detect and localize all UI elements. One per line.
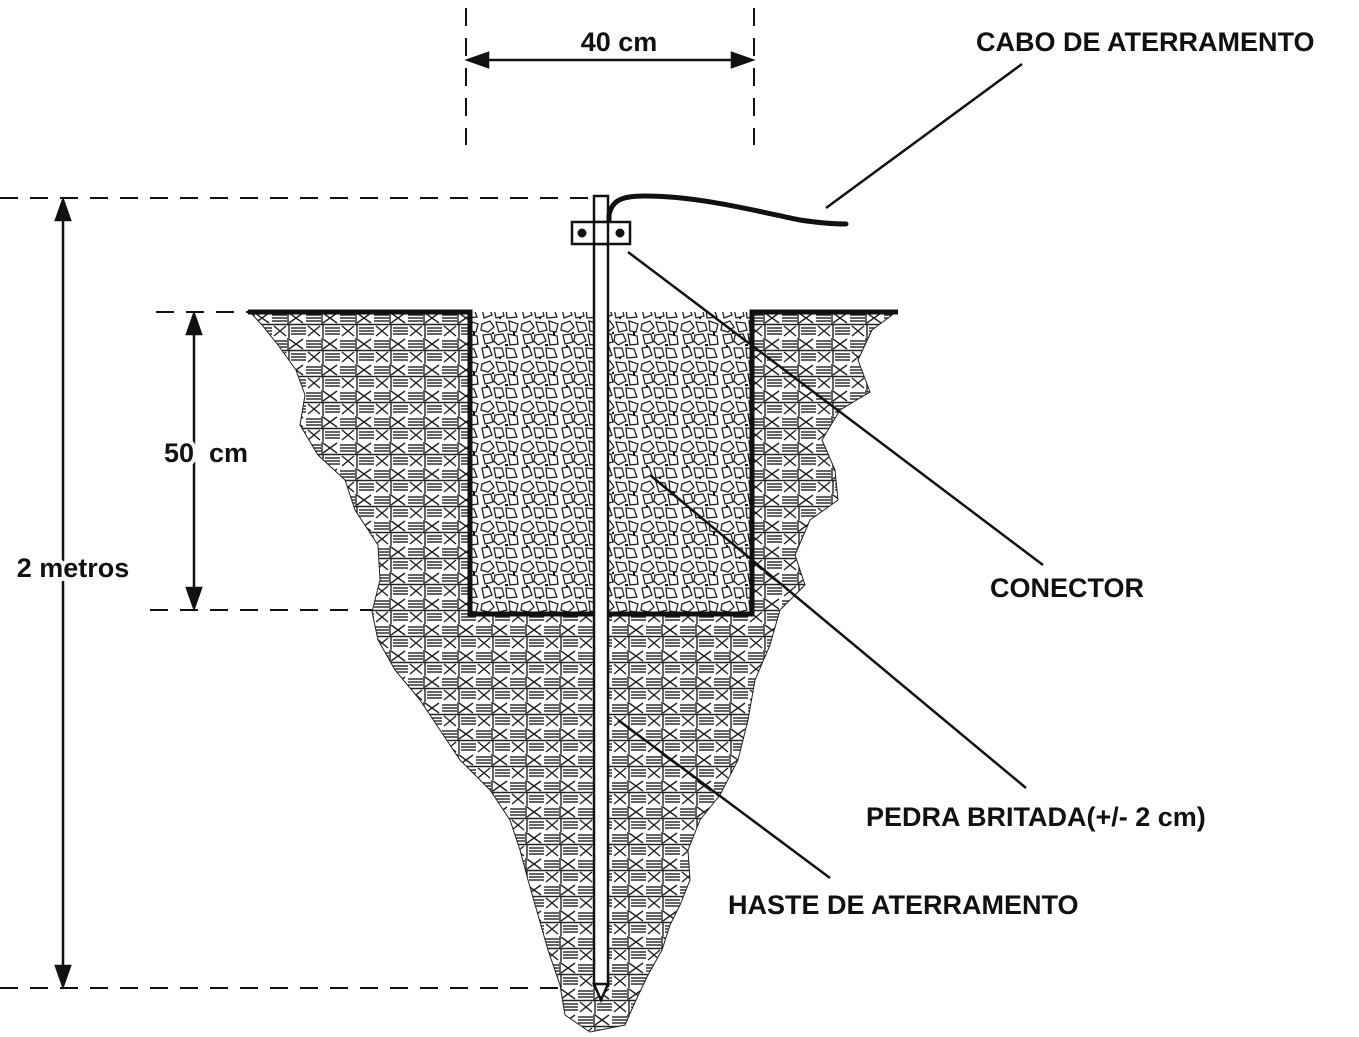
dimension-arrows [54, 51, 756, 990]
pit-outline [248, 309, 898, 617]
gravel-leader-line [649, 474, 1027, 789]
connector-leader-line [627, 251, 1044, 566]
rod-leader-line [617, 718, 831, 880]
grounding-cable [606, 193, 849, 233]
gravel-callout: PEDRA BRITADA(+/- 2 cm) [866, 802, 1206, 832]
width-arrowhead-left [464, 51, 490, 69]
total-depth-label: 2 metros [17, 553, 130, 583]
crushed-stone-fill [470, 312, 752, 613]
connector-callout: CONECTOR [990, 573, 1144, 603]
pit-depth-label: 50 cm [164, 438, 248, 468]
soil-mass [248, 311, 898, 1033]
pit-arrowhead-bottom [185, 586, 203, 612]
clamp-bolt-left [577, 228, 587, 238]
clamp-bolt-right [615, 228, 625, 238]
grounding-rod [592, 194, 610, 1004]
cable-leader-line [825, 62, 1023, 210]
depth-arrowhead-bottom [54, 964, 72, 990]
width-label: 40 cm [581, 27, 658, 57]
connector-clamp [570, 220, 632, 246]
reference-lines [0, 8, 755, 989]
width-arrowhead-right [730, 51, 756, 69]
leader-lines [617, 62, 1044, 880]
pit-arrowhead-top [185, 310, 203, 336]
depth-arrowhead-top [54, 196, 72, 222]
rod-callout: HASTE DE ATERRAMENTO [728, 890, 1079, 920]
cable-callout: CABO DE ATERRAMENTO [976, 27, 1315, 57]
